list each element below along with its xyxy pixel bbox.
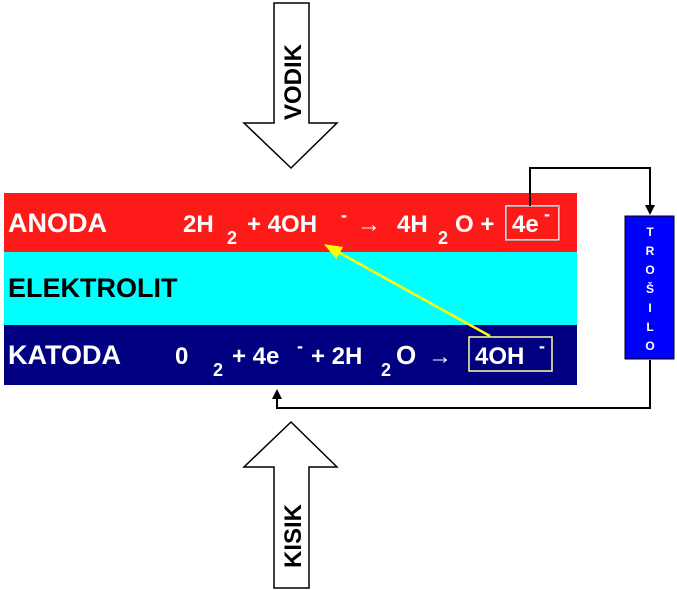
anode-eq-water-sub: 2 — [438, 228, 448, 248]
cathode-eq-water: + 2H — [311, 343, 362, 370]
circuit-wire-top — [529, 167, 655, 215]
cathode-eq-arrow: → — [428, 343, 452, 370]
anode-eq-water: 4H — [397, 211, 428, 238]
circuit-wire-bottom — [272, 360, 651, 409]
electrolyte-label: ELEKTROLIT — [8, 273, 178, 303]
electrolyte-layer — [4, 252, 577, 325]
hydrogen-label: VODIK — [280, 43, 307, 120]
cathode-eq-water-rest: O — [396, 340, 416, 370]
cathode-label: KATODA — [8, 340, 121, 370]
hydrogen-input-arrow — [242, 2, 339, 170]
cathode-hydroxide-sup: - — [539, 336, 545, 356]
cathode-layer — [4, 325, 577, 385]
load-letter: O — [645, 339, 654, 353]
cathode-hydroxide-box — [468, 336, 553, 372]
load-letter: R — [646, 244, 655, 258]
cathode-hydroxide: 4OH — [475, 343, 524, 370]
anode-electrons-sup: - — [544, 204, 550, 224]
anode-electron-box — [505, 205, 560, 241]
anode-eq-hydroxide: + 4OH — [247, 211, 317, 238]
load-letter: I — [648, 301, 651, 315]
cathode-eq-electrons: + 4e — [232, 343, 279, 370]
anode-equation: 2H 2 + 4OH - → 4H 2 O + — [183, 205, 494, 248]
cathode-equation: 0 2 + 4e - + 2H 2 O → — [175, 336, 452, 380]
anode-electrons: 4e — [512, 211, 539, 238]
load-letter: T — [646, 225, 654, 239]
load-letter: O — [645, 263, 654, 277]
anode-eq-reactant-sub: 2 — [227, 228, 237, 248]
anode-eq-reactant: 2H — [183, 211, 214, 238]
anode-eq-water-rest: O + — [455, 211, 494, 238]
cathode-eq-electrons-sup: - — [297, 336, 303, 356]
anode-layer — [4, 193, 577, 252]
load-label: T R O Š I L O — [645, 225, 654, 353]
oxygen-input-arrow — [242, 420, 339, 589]
anode-eq-hydroxide-sup: - — [341, 205, 347, 225]
hydroxide-migration-arrow — [323, 244, 491, 338]
cathode-eq-oxygen-sub: 2 — [213, 360, 223, 380]
load-box — [624, 215, 675, 360]
load-letter: Š — [646, 281, 654, 296]
anode-label: ANODA — [8, 208, 107, 238]
cathode-eq-water-sub: 2 — [381, 360, 391, 380]
oxygen-label: KISIK — [280, 503, 307, 568]
anode-eq-arrow: → — [357, 211, 381, 238]
cathode-eq-oxygen: 0 — [175, 343, 188, 370]
load-letter: L — [646, 320, 653, 334]
